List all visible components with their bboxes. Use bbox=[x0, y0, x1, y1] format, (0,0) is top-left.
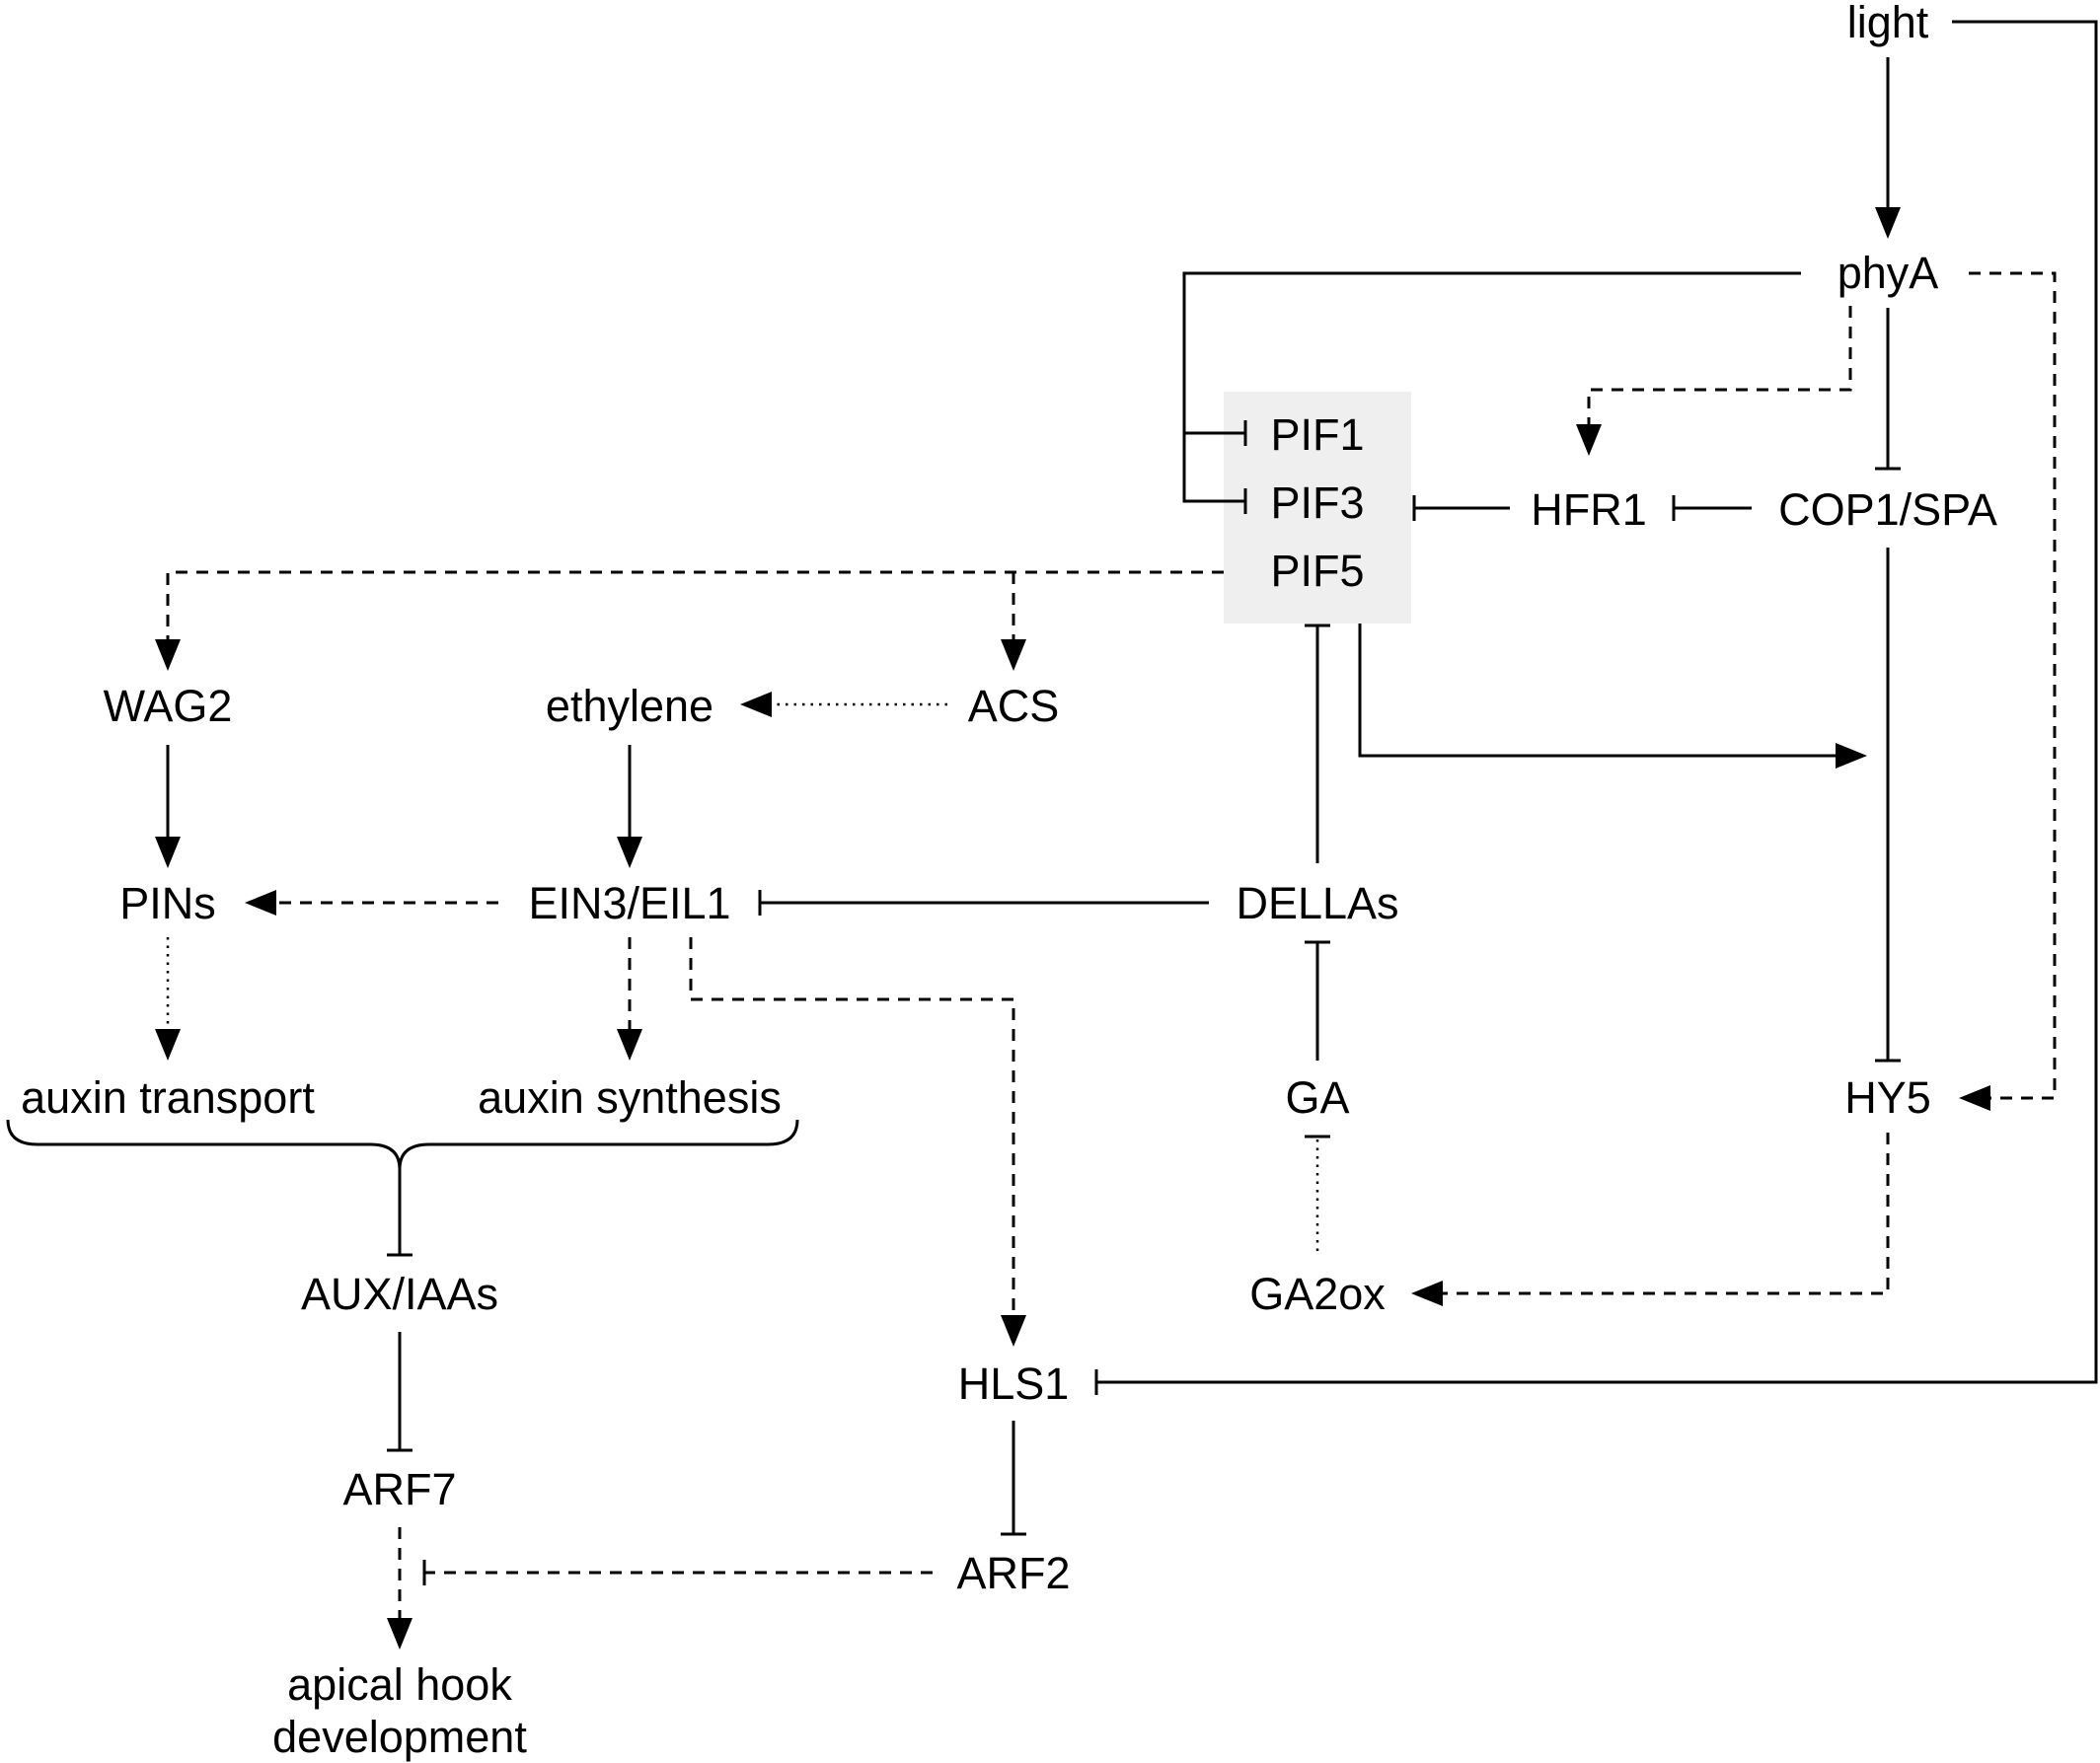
node-hy5: HY5 bbox=[1844, 1072, 1931, 1123]
node-cop1spa: COP1/SPA bbox=[1778, 484, 1997, 535]
edge-dellas-pif bbox=[1305, 624, 1330, 863]
edge-dellas-ein3 bbox=[758, 890, 1209, 916]
node-pif1: PIF1 bbox=[1270, 409, 1364, 460]
edge-hfr1-pif3 bbox=[1412, 495, 1510, 521]
auxin-brace bbox=[6, 1119, 799, 1170]
edge-pif5-wag2-acs bbox=[155, 570, 1224, 671]
pif-group-box bbox=[1224, 392, 1411, 624]
node-light: light bbox=[1847, 0, 1929, 47]
node-wag2: WAG2 bbox=[104, 681, 233, 731]
node-apical-hook-line2: development bbox=[272, 1712, 527, 1762]
node-auxiaas: AUX/IAAs bbox=[301, 1269, 498, 1319]
edge-hy5-ga2ox bbox=[1411, 1133, 1890, 1306]
edge-phya-hy5 bbox=[1959, 271, 2057, 1111]
edge-light-phya bbox=[1875, 57, 1901, 239]
edge-ethylene-ein3 bbox=[617, 745, 642, 868]
node-acs: ACS bbox=[968, 681, 1060, 731]
node-pins: PINs bbox=[119, 878, 216, 928]
edge-phya-cop1spa bbox=[1875, 308, 1901, 471]
edge-cop1spa-hy5 bbox=[1875, 548, 1901, 1063]
edge-cop1spa-hfr1 bbox=[1672, 495, 1752, 521]
node-ga2ox: GA2ox bbox=[1249, 1269, 1386, 1319]
edge-ga2ox-ga bbox=[1305, 1135, 1330, 1251]
edge-pins-auxin-transport bbox=[155, 937, 181, 1061]
edge-ga-dellas bbox=[1305, 940, 1330, 1061]
node-ga: GA bbox=[1285, 1072, 1349, 1123]
edge-auxin-auxiaas bbox=[387, 1169, 412, 1257]
edge-phya-hfr1 bbox=[1576, 306, 1852, 456]
edge-arf2-apical-hook bbox=[422, 1560, 933, 1585]
edge-ein3-hls1 bbox=[689, 937, 1026, 1347]
node-arf2: ARF2 bbox=[956, 1548, 1070, 1598]
node-pif5: PIF5 bbox=[1270, 546, 1364, 596]
edge-pif-cop1-hy5-link bbox=[1358, 624, 1867, 769]
node-auxin-transport: auxin transport bbox=[21, 1072, 315, 1123]
edge-arf7-apical-hook bbox=[387, 1527, 412, 1650]
node-ein3eil1: EIN3/EIL1 bbox=[528, 878, 730, 928]
edge-auxiaas-arf7 bbox=[387, 1332, 412, 1452]
node-auxin-synthesis: auxin synthesis bbox=[478, 1072, 782, 1123]
edge-acs-ethylene bbox=[740, 692, 947, 717]
edge-light-hls1 bbox=[1094, 20, 2098, 1395]
edge-ein3-pins bbox=[245, 890, 498, 916]
node-hls1: HLS1 bbox=[958, 1359, 1070, 1409]
node-apical-hook-line1: apical hook bbox=[287, 1659, 512, 1710]
node-hfr1: HFR1 bbox=[1531, 484, 1647, 535]
node-ethylene: ethylene bbox=[546, 681, 713, 731]
edge-ein3-auxin-synthesis bbox=[617, 937, 642, 1061]
node-dellas: DELLAs bbox=[1236, 878, 1398, 928]
node-arf7: ARF7 bbox=[342, 1464, 456, 1514]
node-phya: phyA bbox=[1838, 248, 1939, 298]
edge-phya-pif1-pif3 bbox=[1182, 271, 1801, 514]
edge-hls1-arf2 bbox=[1001, 1421, 1026, 1536]
edge-wag2-pins bbox=[155, 745, 181, 868]
node-pif3: PIF3 bbox=[1270, 477, 1364, 528]
